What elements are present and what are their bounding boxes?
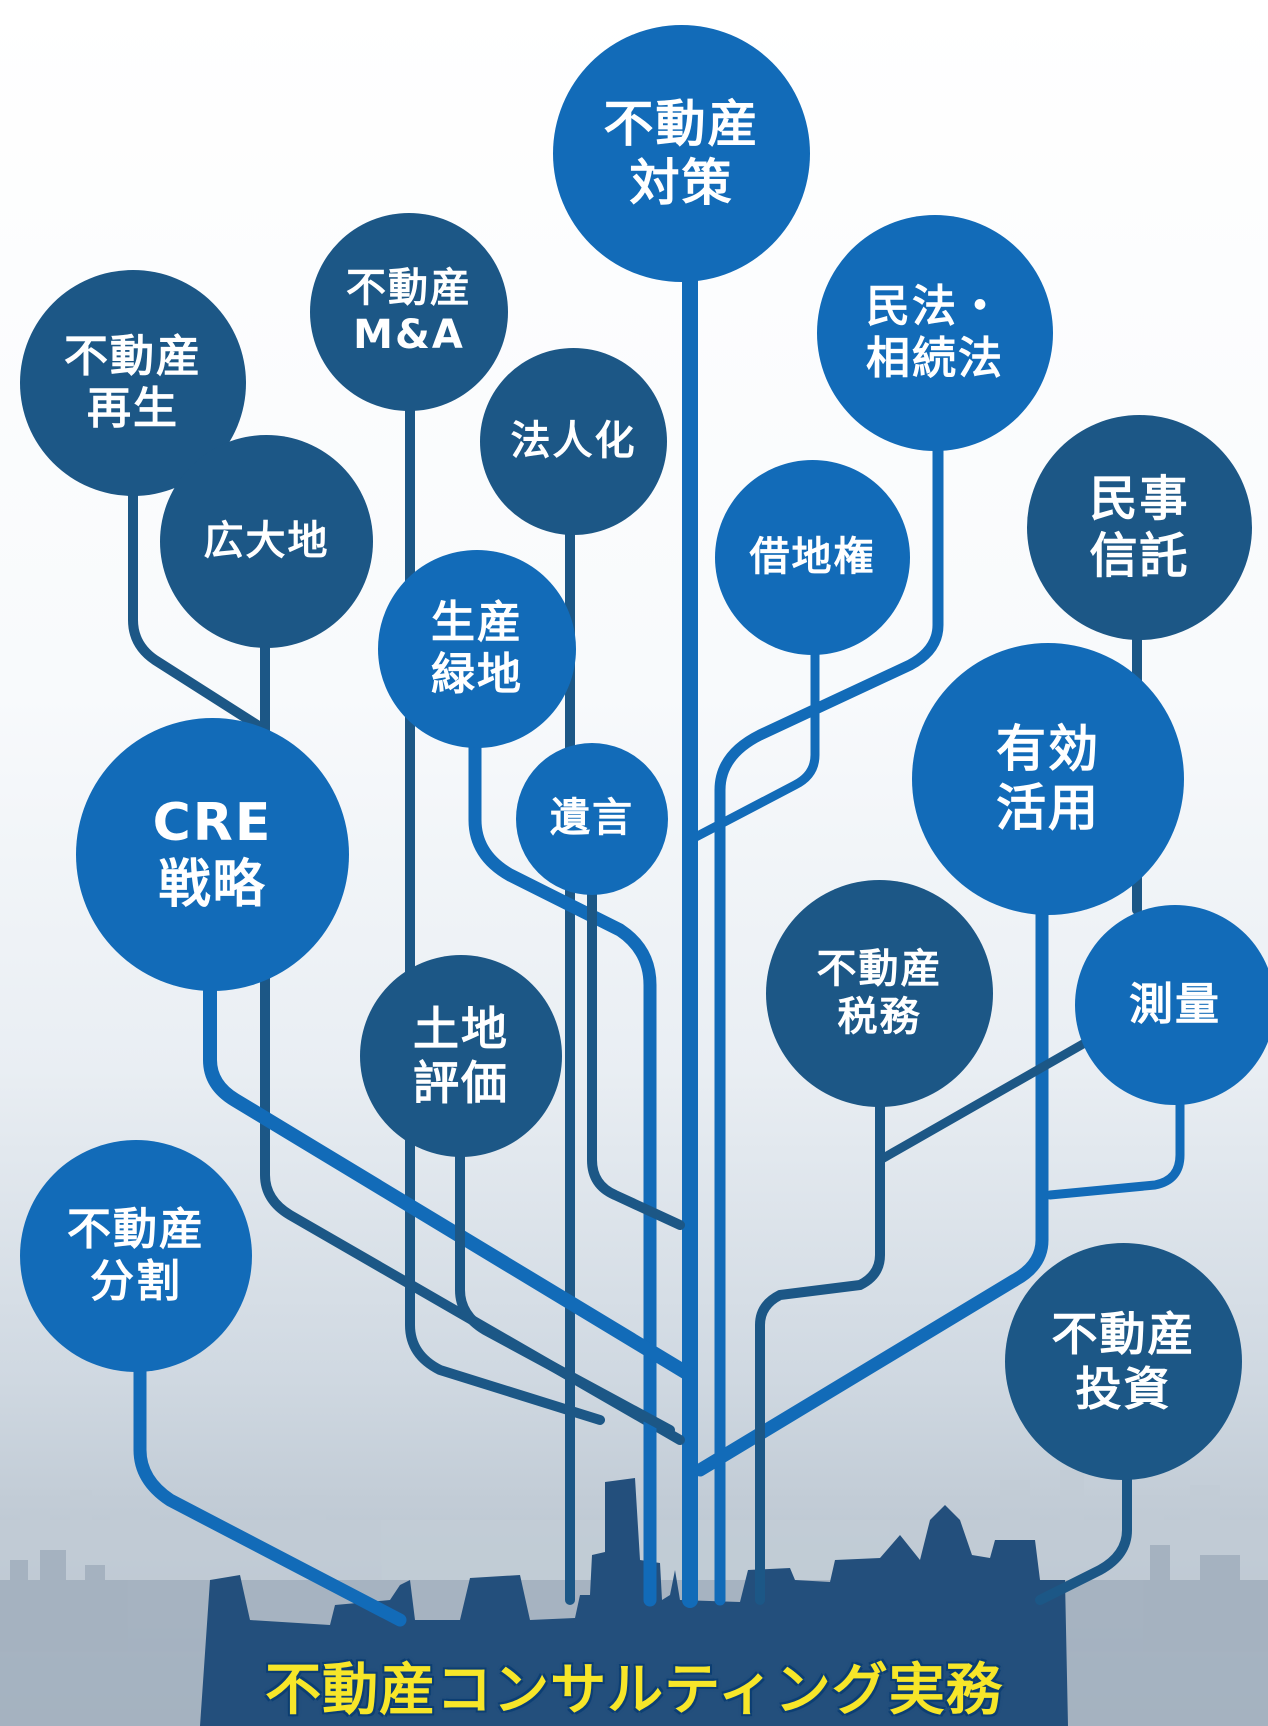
branch-fudosan-toshi: [1035, 1435, 1132, 1605]
branch-sokuryo: [1045, 1100, 1185, 1200]
node-hojinka: 法人化: [480, 348, 667, 535]
node-fudosan-taisaku: 不動産 対策: [553, 25, 810, 282]
node-tochi-hyoka: 土地 評価: [360, 955, 562, 1157]
branch-seisan-ryokuchi: [468, 693, 657, 1607]
node-minpo-sozokuho: 民法・ 相続法: [817, 215, 1053, 451]
branch-sokuryo-2: [875, 1035, 1095, 1165]
node-minji-shintaku: 民事 信託: [1027, 415, 1252, 640]
node-shakuchiken: 借地権: [715, 460, 910, 655]
branch-shakuchiken: [685, 625, 820, 845]
branch-yuigon: [587, 880, 685, 1230]
skyline-silhouette: [200, 1478, 1068, 1726]
branch-fudosan-saisei: [128, 425, 270, 735]
branch-tochi-hyoka: [455, 1130, 675, 1435]
node-seisan-ryokuchi: 生産 緑地: [378, 550, 576, 748]
node-fudosan-zeimu: 不動産 税務: [766, 880, 993, 1107]
branch-fudosan-zeimu: [755, 1070, 885, 1605]
node-fudosan-toshi: 不動産 投資: [1005, 1243, 1242, 1480]
node-sokuryo: 測量: [1075, 905, 1268, 1105]
node-yuigon: 遺言: [516, 743, 668, 895]
branch-fudosan-ma: [405, 340, 605, 1425]
node-yuko-katsuyo: 有効 活用: [912, 643, 1184, 915]
node-fudosan-ma: 不動産 M&A: [310, 213, 508, 411]
branch-minpo-sozokuho: [714, 399, 944, 1606]
node-fudosan-saisei: 不動産 再生: [20, 270, 246, 496]
branch-yuko-katsuyo: [693, 873, 1049, 1477]
node-fudosan-bunkatsu: 不動産 分割: [20, 1140, 252, 1372]
branch-fudosan-bunkatsu: [133, 1298, 407, 1627]
node-cre-senryaku: CRE 戦略: [76, 718, 349, 991]
branch-cre-senryaku: [203, 953, 697, 1382]
node-kodaichi: 広大地: [160, 435, 373, 648]
branch-kodaichi: [260, 585, 685, 1445]
diagram-banner-title: 不動産コンサルティング実務: [265, 1657, 1003, 1723]
